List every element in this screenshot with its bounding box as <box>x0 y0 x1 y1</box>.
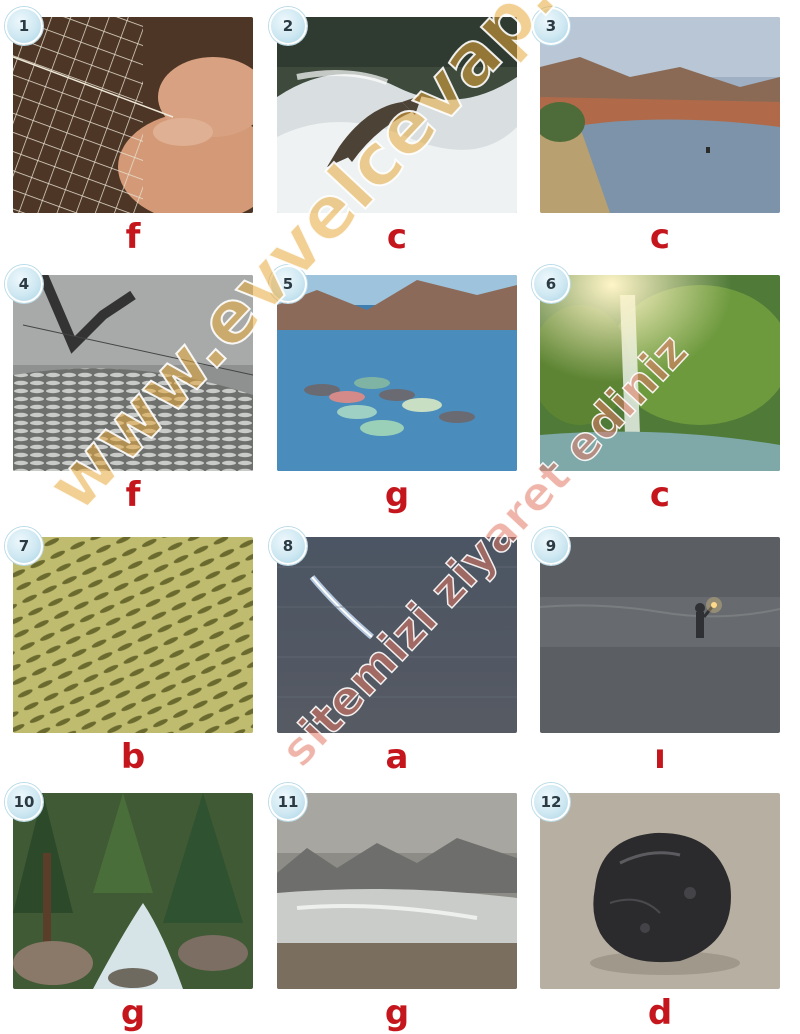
item-number-badge: 10 <box>5 783 43 821</box>
answer-label: g <box>384 475 410 515</box>
answer-label: b <box>120 737 146 777</box>
answer-label: g <box>120 993 146 1033</box>
item-number-badge: 12 <box>532 783 570 821</box>
item-number-badge: 5 <box>269 265 307 303</box>
item-number-badge: 4 <box>5 265 43 303</box>
waterfall-forest-photo <box>540 275 780 471</box>
light-beam-dark-photo <box>277 537 517 733</box>
answer-label: a <box>385 737 409 777</box>
fish-school-photo <box>13 537 253 733</box>
fishing-net-hands-photo <box>13 17 253 213</box>
item-number-badge: 9 <box>532 527 570 565</box>
item-number-badge: 2 <box>269 7 307 45</box>
item-number-badge: 3 <box>532 7 570 45</box>
item-number-badge: 6 <box>532 265 570 303</box>
answer-label: ı <box>654 737 666 777</box>
item-number-badge: 11 <box>269 783 307 821</box>
answer-label: c <box>386 217 408 257</box>
fish-farm-cages-lake-photo <box>277 275 517 471</box>
answer-label: c <box>649 475 671 515</box>
answer-label: f <box>125 475 141 515</box>
item-number-badge: 7 <box>5 527 43 565</box>
item-number-badge: 8 <box>269 527 307 565</box>
answer-label: f <box>125 217 141 257</box>
leaping-fish-rapids-photo <box>277 17 517 213</box>
forest-stream-photo <box>13 793 253 989</box>
answer-label: c <box>649 217 671 257</box>
river-landscape-photo <box>540 17 780 213</box>
coal-lump-photo <box>540 793 780 989</box>
answer-label: g <box>384 993 410 1033</box>
person-lamp-lake-photo <box>540 537 780 733</box>
answer-label: d <box>647 993 673 1033</box>
fish-catch-net-photo <box>13 275 253 471</box>
item-number-badge: 1 <box>5 7 43 45</box>
mountain-riverbed-photo <box>277 793 517 989</box>
